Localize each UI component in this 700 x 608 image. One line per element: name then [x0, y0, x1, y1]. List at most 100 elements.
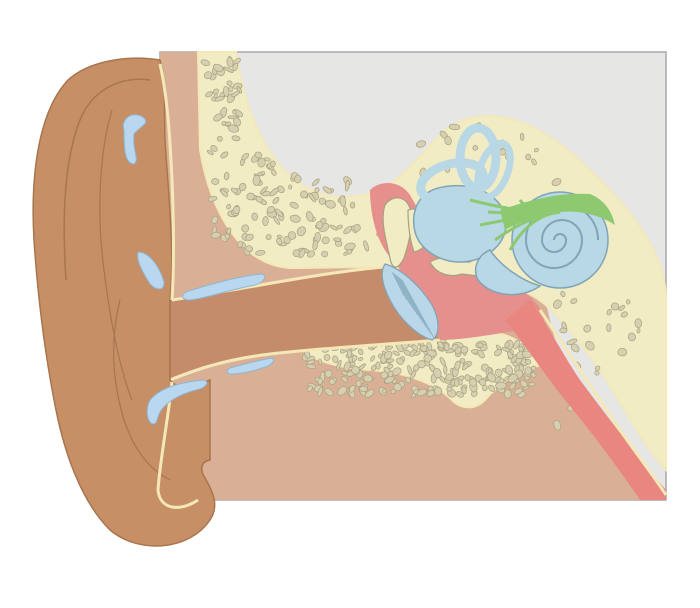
- bone-pore: [509, 382, 516, 390]
- bone-pore: [363, 240, 369, 252]
- bone-pore: [245, 245, 254, 253]
- eardrum-fibres: [391, 271, 435, 339]
- bone-pore: [386, 358, 395, 363]
- bone-pore: [384, 345, 394, 351]
- bone-pore: [318, 197, 326, 205]
- bone-pore: [355, 380, 362, 388]
- bone-pore: [329, 224, 338, 231]
- pinna-fold: [99, 109, 133, 401]
- bone-pore: [238, 182, 247, 192]
- bone-pore: [357, 356, 364, 362]
- bone-pore: [212, 88, 220, 95]
- bone-pore: [413, 351, 421, 356]
- bone-pore: [227, 124, 239, 133]
- bone-pore: [220, 151, 229, 159]
- cartilage-outline: [158, 63, 175, 301]
- cartilage-outline-lower: [156, 381, 199, 509]
- bone-pore: [494, 376, 501, 383]
- bone-pore: [439, 356, 447, 367]
- bone-pore: [306, 385, 313, 392]
- bone-pore: [479, 378, 487, 386]
- ear-canal-lining-bottom: [169, 338, 441, 382]
- cartilage-blob-3: [182, 273, 266, 301]
- bone-pore: [570, 343, 580, 353]
- bone-pore: [393, 383, 402, 392]
- bone-pore: [570, 298, 578, 305]
- bone-pore: [336, 359, 342, 371]
- bone-pore: [220, 189, 229, 197]
- bone-pore: [324, 369, 333, 378]
- bone-pore: [346, 349, 353, 358]
- bone-pore: [606, 308, 612, 316]
- bone-pore: [468, 378, 478, 387]
- eardrum-fibre: [394, 274, 413, 308]
- bone-pore: [346, 249, 353, 255]
- bone-pore: [559, 327, 568, 334]
- bone-pore: [524, 366, 532, 376]
- bone-pore: [472, 145, 479, 151]
- bone-pore: [311, 178, 320, 187]
- bone-pore: [513, 339, 520, 350]
- bone-pore: [255, 195, 263, 203]
- bone-pore: [583, 324, 592, 333]
- bone-pore: [620, 311, 628, 318]
- cartilage-blob-2: [137, 251, 165, 290]
- bone-pore: [461, 363, 469, 371]
- bone-pore: [387, 370, 394, 378]
- bone-pore: [224, 233, 230, 240]
- bone-pore: [323, 354, 331, 361]
- bone-pore: [289, 214, 301, 223]
- eardrum-fibre: [399, 278, 429, 331]
- bone-pore: [223, 66, 234, 73]
- bone-pore: [260, 171, 266, 176]
- bone-pore: [477, 349, 485, 359]
- bone-pore: [357, 348, 364, 356]
- bone-pore: [317, 378, 323, 385]
- bone-pore: [211, 215, 219, 224]
- eustachian-tube: [505, 300, 666, 500]
- bone-pore: [606, 323, 612, 333]
- bone-pore: [257, 157, 266, 168]
- bone-pore: [205, 91, 214, 98]
- bone-pore: [212, 63, 224, 72]
- bone-pore: [232, 109, 237, 115]
- bone-pore: [410, 370, 417, 380]
- bone-pore: [553, 419, 562, 431]
- bone-pore: [528, 382, 536, 387]
- inner-ear: [412, 123, 609, 296]
- bone-pore: [507, 373, 518, 383]
- bone-pore: [348, 384, 356, 393]
- bone-pore: [454, 360, 461, 371]
- bone-pore: [251, 212, 258, 221]
- bone-pore: [501, 346, 511, 353]
- bone-pore: [269, 160, 276, 167]
- bone-pore: [378, 353, 382, 359]
- bone-pore: [283, 236, 291, 245]
- bone-pore: [321, 250, 329, 258]
- bone-pore: [294, 174, 302, 184]
- bone-pore: [375, 361, 381, 370]
- pinna-inner-fold: [113, 299, 171, 481]
- bone-pore: [259, 186, 268, 195]
- bone-pore: [276, 237, 283, 246]
- bone-pore: [298, 248, 306, 259]
- bone-pore: [288, 184, 293, 190]
- bone-pore: [610, 302, 620, 311]
- bone-pore: [551, 178, 562, 187]
- bone-pore: [514, 387, 523, 395]
- bone-pore: [296, 226, 307, 237]
- bone-pore: [269, 187, 279, 197]
- bone-pore: [252, 174, 261, 186]
- bone-pore: [306, 359, 316, 365]
- eardrum-fibre: [391, 271, 405, 297]
- bone-pore: [477, 342, 484, 348]
- bone-pore: [255, 249, 266, 256]
- eardrum-fibre: [398, 276, 424, 323]
- eardrum-fibre: [397, 276, 421, 320]
- bone-pore: [411, 344, 419, 351]
- bone-pore: [276, 234, 283, 239]
- bone-pore: [237, 240, 244, 248]
- bone-pore: [333, 237, 342, 242]
